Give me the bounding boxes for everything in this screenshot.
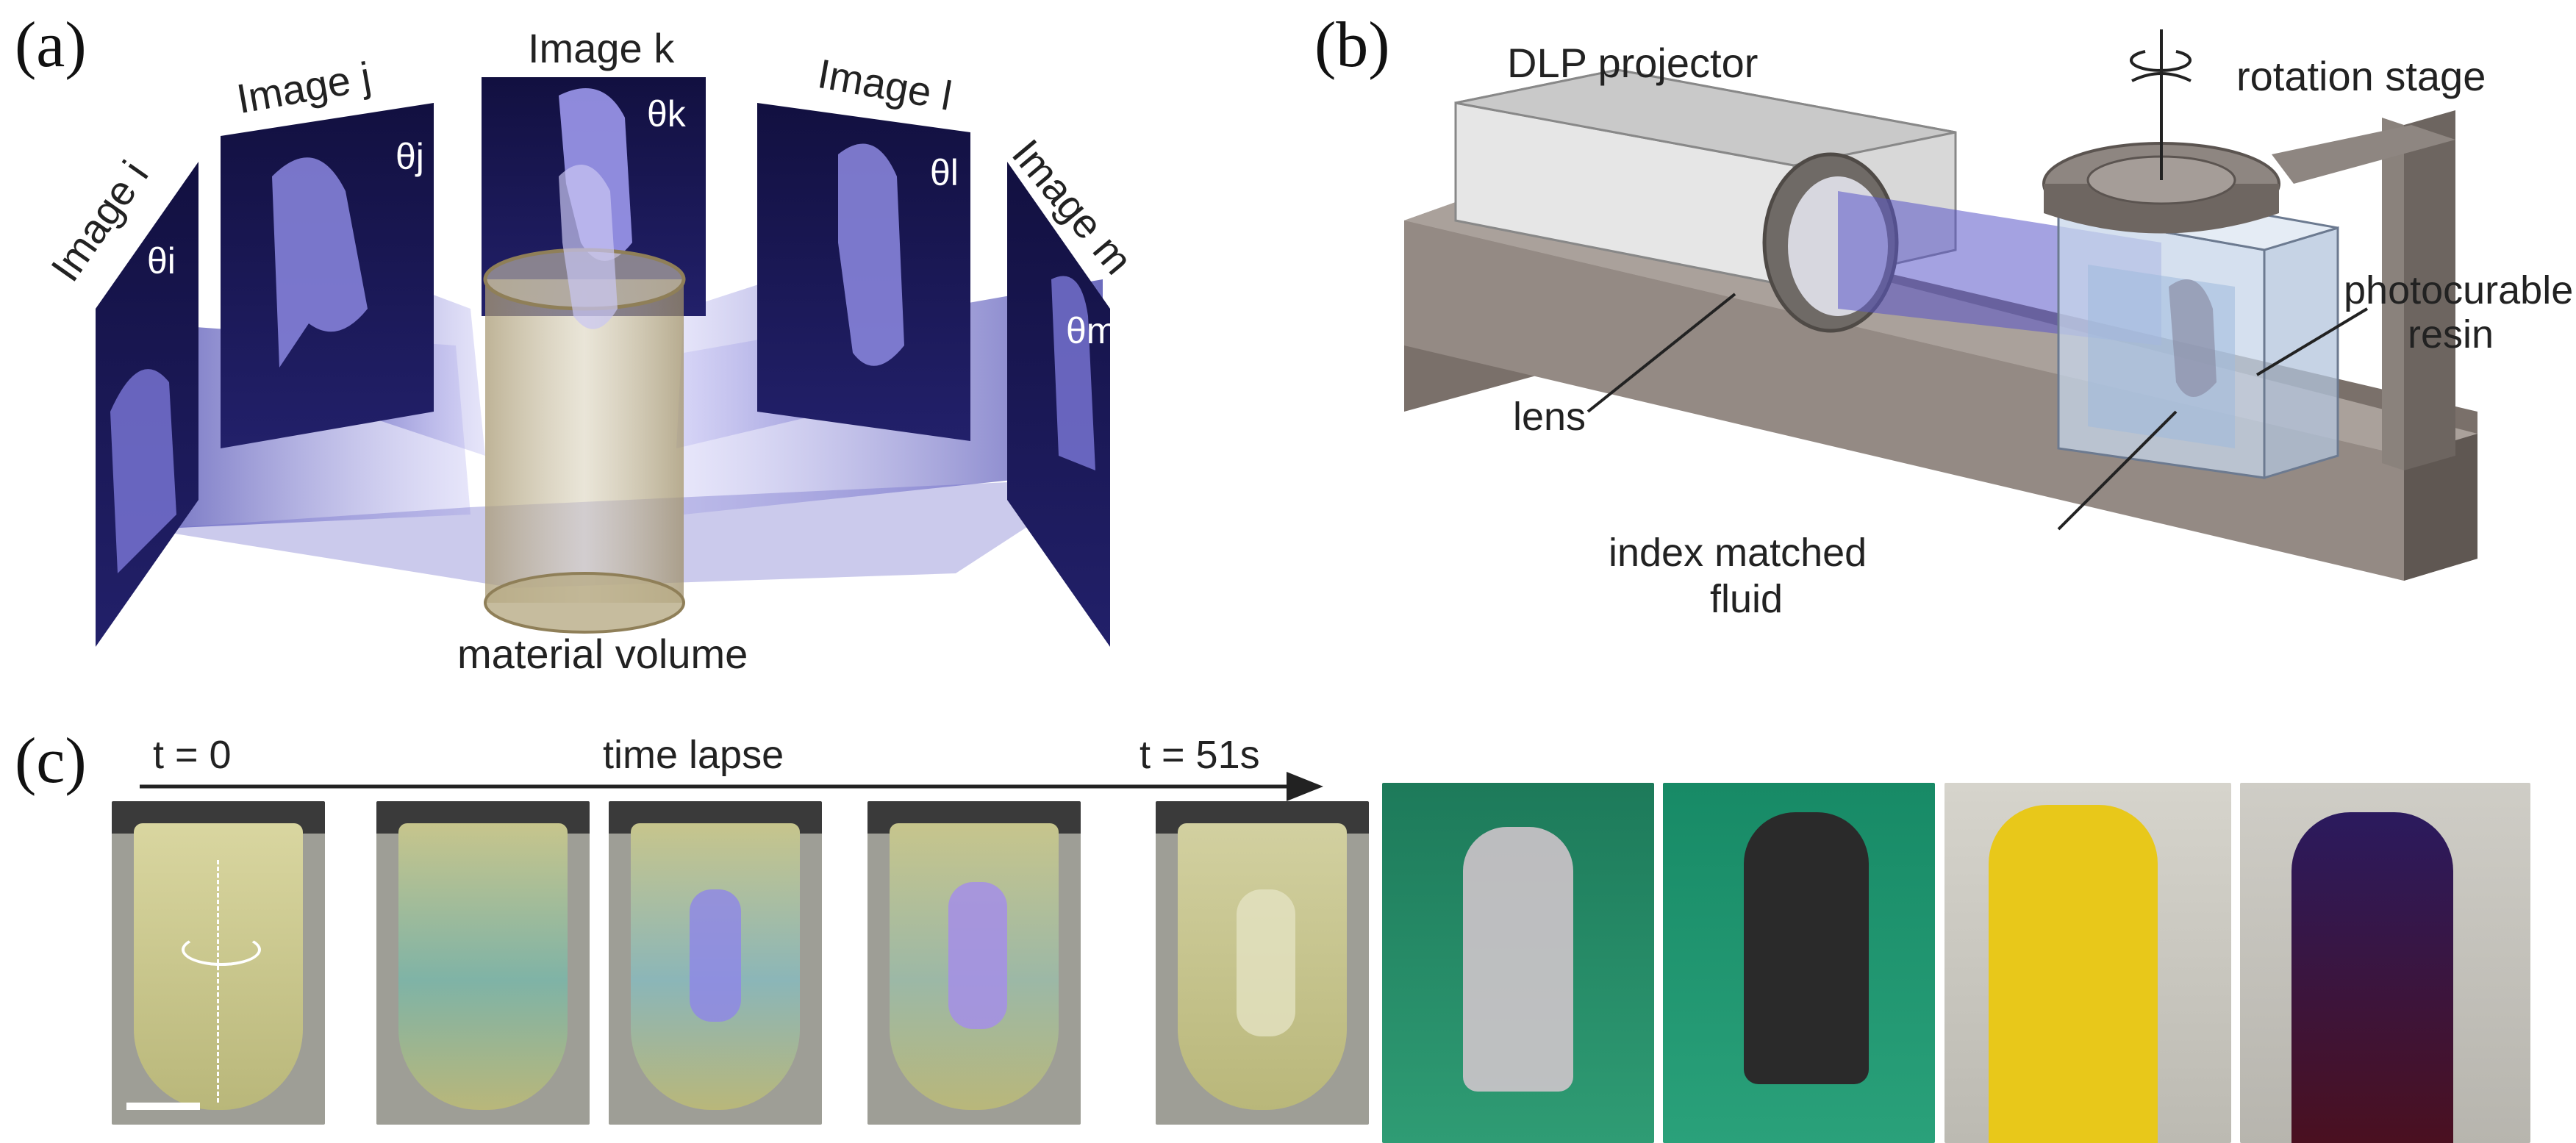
rotation-stage xyxy=(2042,29,2455,470)
vial-photo-5 xyxy=(1156,801,1369,1125)
screen-i xyxy=(96,162,198,647)
vial-photo-4 xyxy=(867,801,1081,1125)
panel-b-illustration xyxy=(1404,29,2477,581)
theta-j: θj xyxy=(396,136,424,177)
theta-l: θl xyxy=(930,152,959,193)
theta-m: θm xyxy=(1066,310,1117,351)
panel-a-letter: (a) xyxy=(15,10,87,81)
time-end-label: t = 51s xyxy=(1139,733,1260,777)
photocurable-resin-label-2: resin xyxy=(2408,312,2494,356)
printed-black-thinker xyxy=(1663,783,1935,1143)
printed-dark-thinker xyxy=(2240,783,2530,1143)
screen-m xyxy=(1007,162,1110,647)
vial-photo-3 xyxy=(609,801,822,1125)
screen-l xyxy=(757,103,970,441)
photocurable-resin-label-1: photocurable xyxy=(2344,268,2574,312)
dlp-projector-label: DLP projector xyxy=(1507,40,1759,86)
theta-i: θi xyxy=(147,240,176,282)
theta-k: θk xyxy=(647,93,686,135)
panel-a-illustration xyxy=(96,77,1110,647)
material-volume-cylinder xyxy=(483,165,686,634)
rotation-stage-label: rotation stage xyxy=(2236,53,2486,99)
printed-yellow-thinker xyxy=(1944,783,2231,1143)
panel-c-letter: (c) xyxy=(15,725,87,797)
time-arrow xyxy=(140,772,1323,801)
screen-j xyxy=(221,103,434,448)
lens-label: lens xyxy=(1513,395,1586,439)
vial-photo-1 xyxy=(112,801,325,1125)
index-matched-fluid-label-1: index matched xyxy=(1609,531,1867,575)
resin-vat xyxy=(2057,190,2339,480)
vial-photo-2 xyxy=(376,801,590,1125)
material-volume-label: material volume xyxy=(457,631,748,677)
image-k-title: Image k xyxy=(528,25,675,71)
printed-clear-thinker xyxy=(1382,783,1654,1143)
time-lapse-label: time lapse xyxy=(603,733,784,777)
panel-b-letter: (b) xyxy=(1314,10,1390,81)
index-matched-fluid-label-2: fluid xyxy=(1710,577,1783,621)
time-start-label: t = 0 xyxy=(153,733,232,777)
